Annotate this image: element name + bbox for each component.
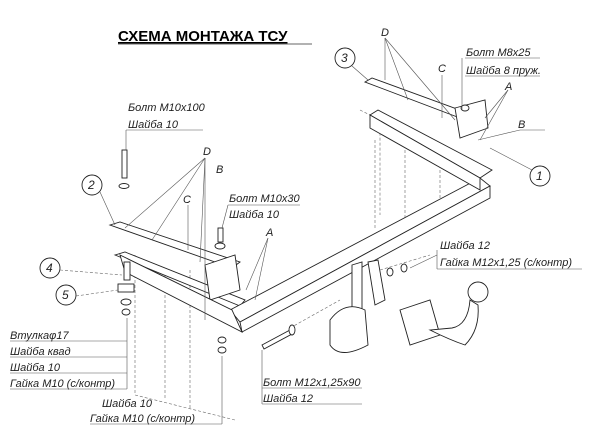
callout-number: 1 (536, 169, 543, 183)
label-spring-washer-8: Шайба 8 пруж. (466, 65, 541, 77)
letter-c-right: C (438, 63, 446, 75)
callout-1: 1 (529, 165, 551, 187)
towbar-hitch (289, 254, 489, 353)
label-washer-10-bottom: Шайба 10 (102, 398, 153, 410)
label-nut-m12: Гайка M12x1,25 (с/контр) (440, 257, 572, 269)
label-bolt-m10x100: Болт M10x100 (128, 102, 206, 114)
letter-b-right: B (518, 119, 525, 131)
label-bolt-m12x90: Болт M12x1,25x90 (263, 377, 361, 389)
callout-number: 3 (341, 51, 348, 65)
callout-number: 5 (62, 288, 69, 302)
callout-number: 4 (46, 261, 53, 275)
letter-c-left: C (183, 194, 191, 206)
crossbeam (119, 109, 493, 333)
label-nut-m10-bottom: Гайка M10 (с/контр) (90, 413, 195, 425)
letter-a-right: A (504, 81, 512, 93)
letter-d-left: D (203, 146, 211, 158)
callout-4: 4 (39, 257, 61, 279)
diagram-title: СХЕМА МОНТАЖА ТСУ (118, 28, 288, 45)
label-washer-12-right: Шайба 12 (440, 240, 490, 252)
label-bolt-m10x30: Болт M10x30 (229, 193, 300, 205)
label-washer-10-stack: Шайба 10 (10, 362, 61, 374)
label-washer-12-bottom: Шайба 12 (263, 393, 313, 405)
vehicle-chassis-outline (134, 109, 441, 421)
letter-a-left: A (265, 227, 273, 239)
callout-5: 5 (55, 284, 77, 306)
label-nut-m10-stack: Гайка M10 (с/контр) (10, 378, 115, 390)
left-bracket-plate (108, 221, 246, 307)
label-washer-10-top: Шайба 10 (128, 119, 179, 131)
callout-2: 2 (81, 174, 103, 196)
leader-lines (10, 37, 582, 425)
letter-d-right: D (381, 27, 389, 39)
bolts (117, 104, 470, 354)
letter-b-left: B (216, 164, 223, 176)
callout-number: 2 (87, 178, 95, 192)
label-bolt-m8x25: Болт M8x25 (466, 47, 531, 59)
callout-3: 3 (334, 47, 356, 69)
label-square-washer: Шайба квад (10, 346, 71, 358)
label-washer-10-mid: Шайба 10 (229, 209, 280, 221)
label-bushing-17: Втулкаφ17 (10, 330, 69, 342)
